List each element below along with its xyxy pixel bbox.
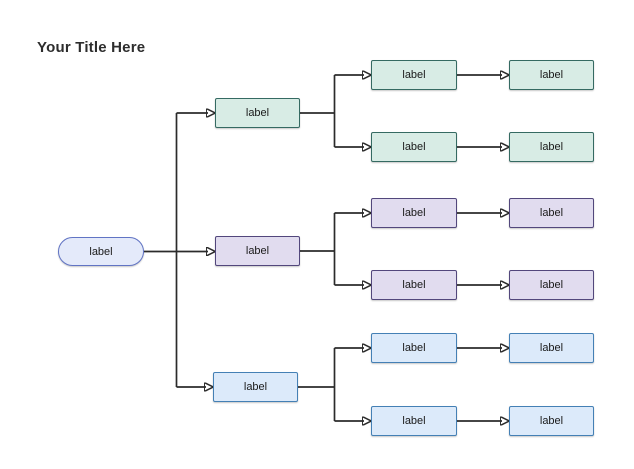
- child-node-1-2[interactable]: label: [371, 132, 457, 162]
- branch-node-1[interactable]: label: [215, 98, 300, 128]
- child-node-1-1[interactable]: label: [371, 60, 457, 90]
- branch-node-3[interactable]: label: [213, 372, 298, 402]
- diagram-title: Your Title Here: [37, 39, 146, 56]
- grandchild-node-3-2[interactable]: label: [509, 406, 594, 436]
- grandchild-node-2-1[interactable]: label: [509, 198, 594, 228]
- grandchild-node-3-1[interactable]: label: [509, 333, 594, 363]
- branch-node-2[interactable]: label: [215, 236, 300, 266]
- child-node-3-2[interactable]: label: [371, 406, 457, 436]
- root-node[interactable]: label: [58, 237, 144, 266]
- grandchild-node-1-2[interactable]: label: [509, 132, 594, 162]
- grandchild-node-1-1[interactable]: label: [509, 60, 594, 90]
- child-node-2-2[interactable]: label: [371, 270, 457, 300]
- grandchild-node-2-2[interactable]: label: [509, 270, 594, 300]
- child-node-2-1[interactable]: label: [371, 198, 457, 228]
- child-node-3-1[interactable]: label: [371, 333, 457, 363]
